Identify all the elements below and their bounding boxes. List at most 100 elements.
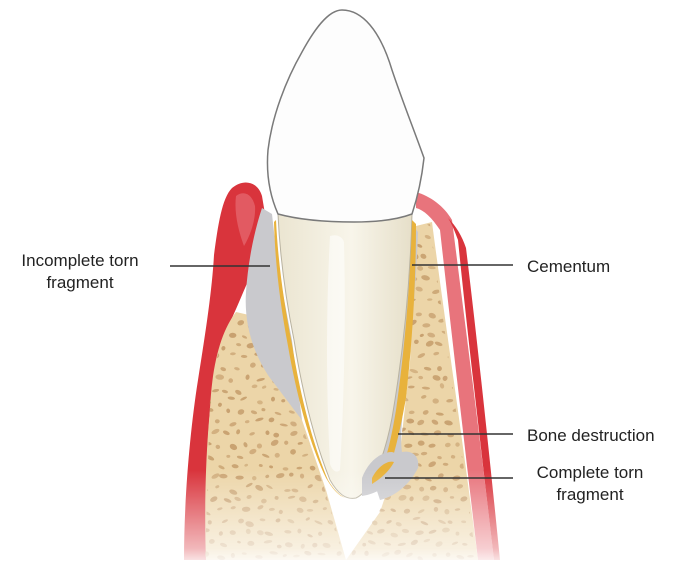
bone-pore <box>302 453 309 457</box>
bone-pore <box>241 335 248 339</box>
bone-pore <box>309 465 316 471</box>
bone-pore <box>243 442 248 448</box>
bottom-fade <box>170 470 510 568</box>
bone-pore <box>437 366 442 372</box>
bone-pore <box>417 353 426 359</box>
bone-pore <box>420 451 428 456</box>
bone-pore <box>236 429 241 435</box>
bone-pore <box>250 362 256 368</box>
bone-pore <box>427 266 436 270</box>
bone-pore <box>258 464 263 467</box>
label-complete-torn-fragment: Complete torn fragment <box>528 462 652 506</box>
gingiva-right <box>416 192 494 560</box>
bone-pore <box>444 420 453 426</box>
bone-pore <box>284 440 289 445</box>
bone-pore <box>256 443 263 449</box>
bone-pore <box>434 341 443 347</box>
bone-pore <box>432 398 439 404</box>
bone-pore <box>236 343 242 347</box>
bone-pore <box>427 332 436 338</box>
gingiva-left <box>184 182 268 561</box>
bone-pore <box>414 339 419 345</box>
bone-pore <box>415 286 423 292</box>
bone-pore <box>226 454 231 458</box>
label-bone-destruction: Bone destruction <box>527 425 655 447</box>
bone-pore <box>475 323 476 328</box>
bone-pore <box>473 254 476 258</box>
bone-pore <box>281 399 286 403</box>
bone-pore <box>206 455 215 461</box>
bone-pore <box>279 423 288 427</box>
bone-pore <box>269 465 274 469</box>
bone-pore <box>421 275 430 281</box>
bone-pore <box>427 298 433 301</box>
label-line: Incomplete torn <box>21 251 139 270</box>
bone-pore <box>240 354 248 358</box>
bone-pore <box>474 280 476 285</box>
bone-pore <box>246 343 255 349</box>
bone-pore <box>212 388 220 393</box>
bone-pore <box>237 320 245 326</box>
bone-pore <box>244 420 250 424</box>
bone-pore <box>472 224 476 226</box>
bone-pore <box>244 463 249 467</box>
bone-pore <box>428 443 436 448</box>
bone-pore <box>250 410 258 415</box>
bone-pore <box>240 396 247 401</box>
bone-pore <box>270 396 276 402</box>
bone-pore <box>229 352 236 356</box>
gingiva-left-highlight <box>235 193 256 246</box>
bone-pore <box>221 389 228 394</box>
bone-pore <box>428 461 436 468</box>
bone-pore <box>420 253 427 259</box>
bone-pore <box>222 430 230 436</box>
bone-pore <box>409 368 419 374</box>
bone-pore <box>407 385 415 389</box>
bone-pore <box>249 448 257 455</box>
bone-pore <box>251 384 258 389</box>
bone-pore <box>415 312 422 317</box>
bone-pore <box>273 388 279 391</box>
label-line: Bone destruction <box>527 426 655 445</box>
bone-pore <box>425 340 434 347</box>
bone-pore <box>442 462 449 466</box>
bone-pore <box>297 442 303 445</box>
bone-pore <box>466 232 474 238</box>
bone-pore <box>419 333 424 337</box>
bone-pore <box>421 386 430 390</box>
bone-pore <box>270 439 279 446</box>
bone-pore <box>245 374 250 380</box>
bone-pore <box>268 417 275 423</box>
label-cementum: Cementum <box>527 256 610 278</box>
label-line: Complete torn <box>536 463 644 482</box>
bone-pore <box>229 422 237 427</box>
bone-pore <box>423 366 432 371</box>
bone-pore <box>446 398 454 403</box>
bone-pore <box>290 449 296 455</box>
bone-pore <box>431 419 439 425</box>
bone-pore <box>235 389 242 395</box>
bone-pore <box>455 442 460 447</box>
bone-pore <box>229 443 238 451</box>
bone-pore <box>404 443 413 448</box>
bone-pore <box>226 408 231 414</box>
bone-pore <box>437 456 442 460</box>
bone-pore <box>417 419 425 426</box>
bone-pore <box>214 419 220 424</box>
bone-pore <box>290 421 297 427</box>
bone-pore <box>273 432 280 438</box>
bone-pore <box>470 245 476 250</box>
bone-pore <box>424 234 431 240</box>
bone-pore <box>215 374 225 380</box>
label-incomplete-torn-fragment: Incomplete torn fragment <box>4 250 156 294</box>
root-canal-highlight <box>327 235 345 472</box>
bone-pore <box>296 466 303 470</box>
bone-pore <box>257 400 263 405</box>
bone-pore <box>220 367 227 372</box>
bone-pore <box>416 244 423 248</box>
bone-pore <box>439 383 445 389</box>
bone-pore <box>221 346 226 351</box>
bone-pore <box>261 453 270 458</box>
bone-pore <box>288 410 295 414</box>
bone-pore <box>418 375 424 380</box>
